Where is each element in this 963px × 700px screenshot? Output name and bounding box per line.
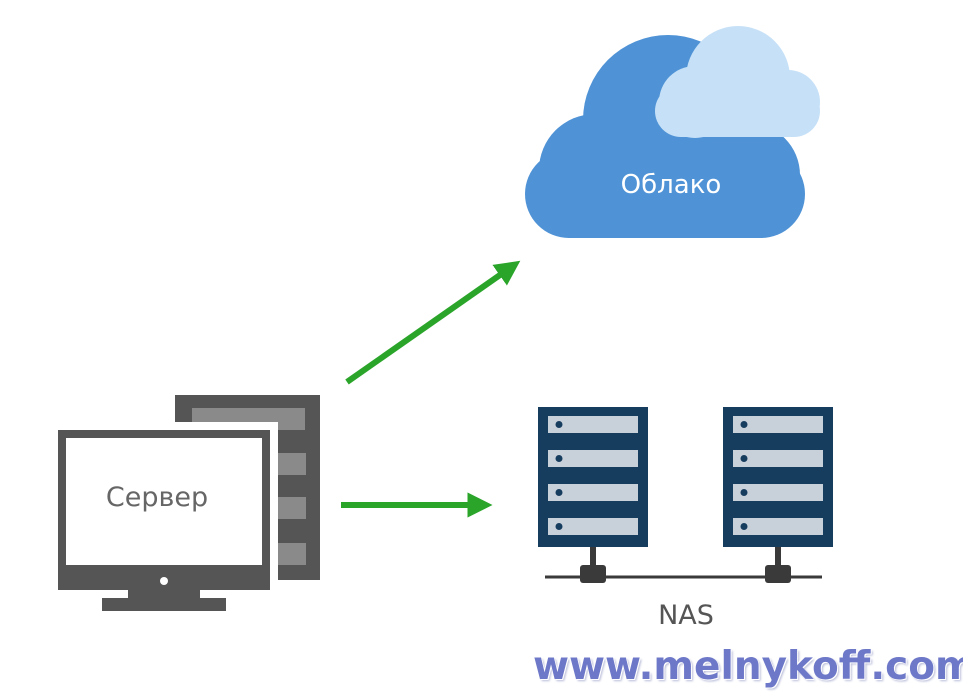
monitor-neck xyxy=(128,590,200,598)
watermark-text: www.melnykoff.com xyxy=(533,644,963,689)
cloud-icon: Облако xyxy=(525,26,820,238)
arrow-to-cloud xyxy=(345,260,521,385)
cloud-front-shape xyxy=(655,26,820,138)
nas-label: NAS xyxy=(658,600,714,631)
nas-slots-right xyxy=(733,416,823,535)
tower-drive-slot xyxy=(273,453,306,475)
tower-drive-slot xyxy=(273,497,306,519)
server-label: Сервер xyxy=(106,482,208,513)
tower-drive-slot xyxy=(273,543,306,565)
monitor-screen xyxy=(66,438,262,565)
cloud-label: Облако xyxy=(621,170,722,200)
nas-slots-left xyxy=(548,416,638,535)
monitor-power-dot xyxy=(160,577,168,585)
monitor-base xyxy=(102,598,226,611)
network-bus xyxy=(545,547,822,583)
server-icon: Сервер xyxy=(50,395,320,611)
nas-icon: NAS xyxy=(538,407,833,631)
